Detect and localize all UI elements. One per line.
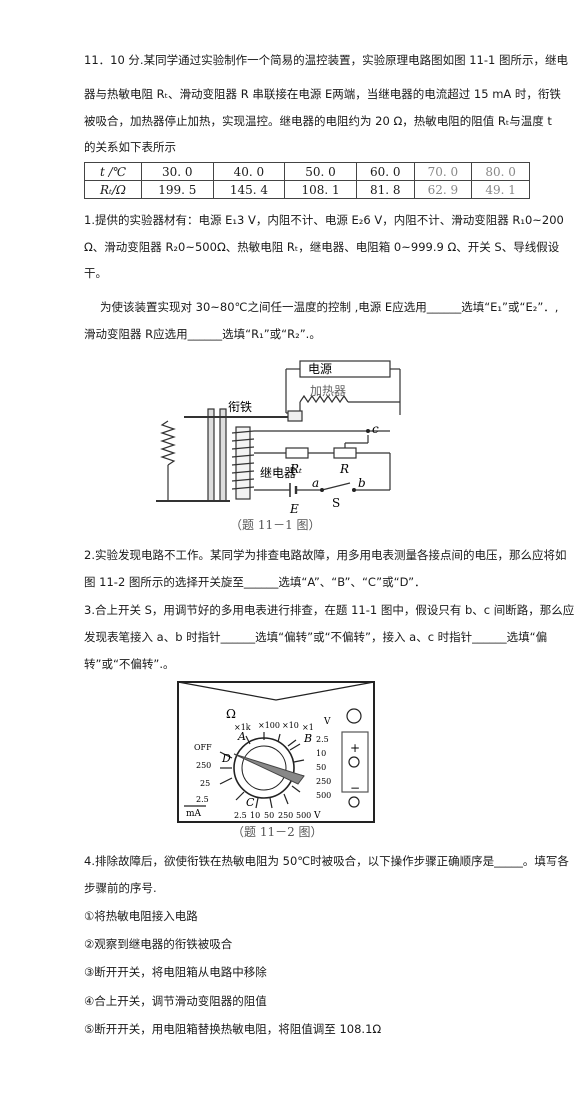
multimeter-dial-diagram: Ω ×1k ×100 ×10 ×1 V OFF 250 25 2.5 mA 2.…	[177, 681, 375, 839]
figure-11-1-caption: （题 11－1 图）	[230, 518, 321, 532]
spring	[160, 420, 176, 466]
selector-pointer	[233, 753, 305, 785]
part1-line-1: 1.提供的实验器材有：电源 E₁3 V，内阻不计、电源 E₂6 V，内阻不计、滑…	[84, 213, 564, 227]
part4-line-2: 步骤前的序号.	[84, 881, 157, 895]
label-rt: Rₜ	[289, 462, 302, 476]
part1-question-line-1: 为使该装置实现对 30~80℃之间任一温度的控制 ,电源 E应选用______选…	[100, 300, 559, 314]
position-c-label: C	[246, 796, 255, 809]
label-r: R	[339, 462, 349, 476]
thermistor-rt	[285, 447, 309, 459]
scale-vdc-2.5: 2.5	[234, 811, 247, 820]
scale-ma-25: 25	[200, 779, 210, 788]
plus-jack	[348, 756, 360, 768]
step-4: ④合上开关，调节滑动变阻器的阻值	[84, 994, 267, 1008]
part1-question-line-2: 滑动变阻器 R应选用______选填“R₁”或“R₂”.。	[84, 327, 321, 341]
circuit-diagram: 电源 加热器 衔铁 继电器 Rₜ R c a b S E （题 11－1 图）	[156, 360, 401, 532]
label-s: S	[332, 496, 340, 510]
plus-label: +	[350, 741, 360, 755]
scale-vdc-250: 250	[278, 811, 293, 820]
step-2: ②观察到继电器的衔铁被吸合	[84, 937, 233, 951]
position-d-label: D	[221, 752, 231, 765]
position-a-label: A	[237, 730, 246, 743]
table-row-temperature: t /℃ 30. 0 40. 0 50. 0 60. 0 70. 0 80. 0	[84, 162, 530, 181]
scale-ma-2.5: 2.5	[196, 795, 209, 804]
intro-line-3: 被吸合，加热器停止加热，实现温控。继电器的电阻约为 20 Ω，热敏电阻的阻值 R…	[84, 114, 552, 128]
label-relay: 继电器	[260, 466, 296, 480]
step-3: ③断开开关，将电阻箱从电路中移除	[84, 965, 267, 979]
minus-jack	[348, 796, 360, 808]
label-b: b	[358, 476, 366, 490]
scale-ma-250: 250	[196, 761, 211, 770]
part3-line-1: 3.合上开关 S，用调节好的多用电表进行排查，在题 11-1 图中，假设只有 b…	[84, 603, 574, 617]
minus-label: −	[350, 781, 360, 795]
table-cell: 80. 0	[471, 162, 530, 181]
scale-vac-2.5: 2.5	[316, 735, 329, 744]
scale-x1: ×1	[302, 723, 314, 732]
table-row-resistance: Rₜ/Ω 199. 5 145. 4 108. 1 81. 8 62. 9 49…	[84, 180, 530, 199]
label-power: 电源	[308, 362, 332, 376]
scale-vdc-50: 50	[264, 811, 274, 820]
part1-line-3: 干。	[84, 266, 107, 280]
ohm-adjust-knob	[346, 708, 362, 724]
intro-line-2: 器与热敏电阻 Rₜ、滑动变阻器 R 串联接在电源 E两端，当继电器的电流超过 1…	[84, 87, 561, 101]
rheostat-r	[333, 447, 357, 459]
table-header-t: t /℃	[84, 162, 142, 181]
ma-label: mA	[186, 809, 202, 819]
scale-vdc-500: 500	[296, 811, 311, 820]
scale-off: OFF	[194, 743, 212, 752]
table-cell: 108. 1	[284, 180, 357, 199]
scale-x1k: ×1k	[234, 723, 251, 732]
v-ac-label: V	[323, 717, 331, 727]
step-5: ⑤断开开关，用电阻箱替换热敏电阻，将阻值调至 108.1Ω	[84, 1022, 382, 1036]
position-b-label: B	[303, 732, 312, 745]
label-armature: 衔铁	[228, 400, 252, 414]
step-1: ①将热敏电阻接入电路	[84, 909, 198, 923]
scale-x10: ×10	[282, 721, 299, 730]
part1-line-2: Ω、滑动变阻器 R₂0~500Ω、热敏电阻 Rₜ，继电器、电阻箱 0~999.9…	[84, 240, 560, 254]
table-cell: 145. 4	[212, 180, 286, 199]
table-cell: 40. 0	[212, 162, 286, 181]
table-cell: 62. 9	[413, 180, 473, 199]
part2-line-1: 2.实验发现电路不工作。某同学为排查电路故障，用多用电表测量各接点间的电压，那么…	[84, 548, 567, 562]
table-cell: 49. 1	[471, 180, 530, 199]
intro-line-1: 11．10 分.某同学通过实验制作一个简易的温控装置，实验原理电路图如图 11-…	[84, 53, 568, 67]
figure-11-2-caption: （题 11－2 图）	[232, 825, 323, 839]
table-cell: 199. 5	[141, 180, 214, 199]
table-cell: 60. 0	[355, 162, 415, 181]
table-cell: 81. 8	[355, 180, 415, 199]
omega-label: Ω	[226, 707, 236, 721]
part4-line-1: 4.排除故障后，欲使衔铁在热敏电阻为 50℃时被吸合，以下操作步骤正确顺序是__…	[84, 854, 569, 868]
temperature-resistance-table: t /℃ 30. 0 40. 0 50. 0 60. 0 70. 0 80. 0…	[84, 162, 530, 199]
label-e: E	[289, 502, 299, 516]
scale-vac-10: 10	[316, 749, 326, 758]
label-c: c	[372, 422, 379, 436]
label-heater: 加热器	[310, 384, 346, 398]
v-dc-label: V	[313, 811, 321, 821]
table-header-rt: Rₜ/Ω	[84, 180, 142, 199]
scale-vdc-10: 10	[250, 811, 260, 820]
table-cell: 50. 0	[284, 162, 357, 181]
scale-x100: ×100	[258, 721, 280, 730]
part2-line-2: 图 11-2 图所示的选择开关旋至______选填“A”、“B”、“C”或“D”…	[84, 575, 426, 589]
scale-vac-500: 500	[316, 791, 331, 800]
label-a: a	[312, 476, 319, 490]
table-cell: 30. 0	[141, 162, 214, 181]
intro-line-4: 的关系如下表所示	[84, 140, 176, 154]
scale-vac-250: 250	[316, 777, 331, 786]
part3-line-2: 发现表笔接入 a、b 时指针______选填“偏转”或“不偏转”，接入 a、c …	[84, 630, 548, 644]
scale-vac-50: 50	[316, 763, 326, 772]
part3-line-3: 转”或“不偏转”.。	[84, 657, 175, 671]
heater-coil	[299, 394, 349, 404]
table-cell: 70. 0	[413, 162, 473, 181]
